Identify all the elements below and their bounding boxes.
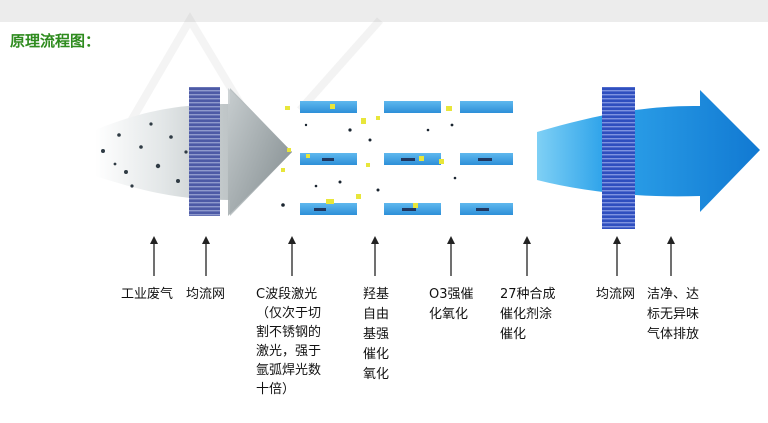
plate-slots [314,158,492,211]
top-banner [0,0,768,22]
pollutant-particles [281,123,457,207]
plate-column-1 [300,101,357,215]
label-uniform-mesh-outlet: 均流网 [596,287,636,302]
uniform-mesh-inlet [189,87,220,216]
clean-gas-arrow [537,90,760,212]
label-c-band-laser: C波段激光 （仅次于切 割不锈钢的 激光，强于 氩弧焊光数 十倍） [256,287,322,397]
label-clean-output: 洁净、达 标无异味 气体排放 [647,287,700,342]
page-title: 原理流程图： [10,32,101,50]
label-hydroxyl-radical: 羟基 自由 基强 催化 氧化 [363,287,390,382]
label-industrial-waste-gas: 工业废气 [121,287,174,302]
catalyst-particles [281,104,452,208]
label-catalyst-coating: 27种合成 催化剂涂 催化 [500,287,556,342]
uniform-mesh-outlet [602,87,635,229]
pointer-arrows [150,236,675,276]
label-uniform-mesh-inlet: 均流网 [186,287,226,302]
watermark [116,12,383,143]
label-ozone-oxidation: O3强催 化氧化 [429,287,474,322]
